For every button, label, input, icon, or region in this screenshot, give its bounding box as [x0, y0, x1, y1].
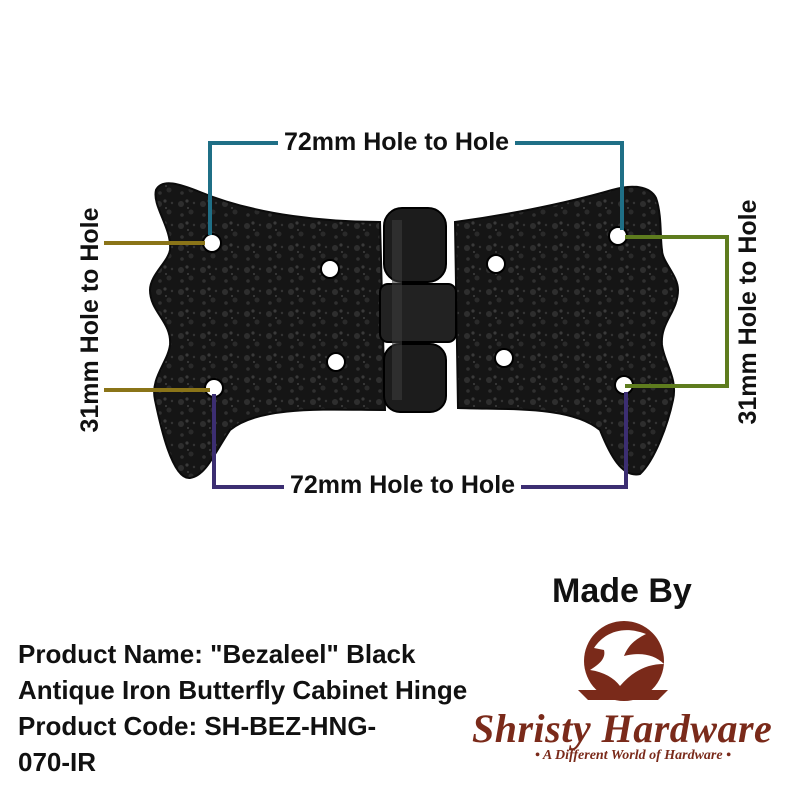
right-dimension-line — [625, 235, 729, 388]
made-by-heading: Made By — [552, 572, 692, 610]
brand-name: Shristy Hardware — [472, 706, 773, 751]
product-code-line-2: 070-IR — [18, 747, 97, 777]
product-name-line-1: Product Name: "Bezaleel" Black — [18, 639, 416, 669]
product-name-line-2: Antique Iron Butterfly Cabinet Hinge — [18, 675, 468, 705]
top-dimension-label: 72mm Hole to Hole — [278, 128, 516, 156]
hinge-knuckle — [379, 207, 457, 413]
left-dimension-label: 31mm Hole to Hole — [76, 203, 104, 437]
product-info: Product Name: "Bezaleel" Black Antique I… — [18, 636, 558, 780]
dove-logo-icon — [578, 621, 668, 701]
brand-tagline: • A Different World of Hardware • — [535, 748, 731, 763]
right-dimension-label: 31mm Hole to Hole — [734, 195, 762, 429]
hinge-left-leaf — [148, 182, 387, 480]
hinge-right-leaf — [453, 185, 680, 476]
product-code-line-1: Product Code: SH-BEZ-HNG- — [18, 711, 377, 741]
bottom-dimension-label: 72mm Hole to Hole — [284, 471, 522, 499]
